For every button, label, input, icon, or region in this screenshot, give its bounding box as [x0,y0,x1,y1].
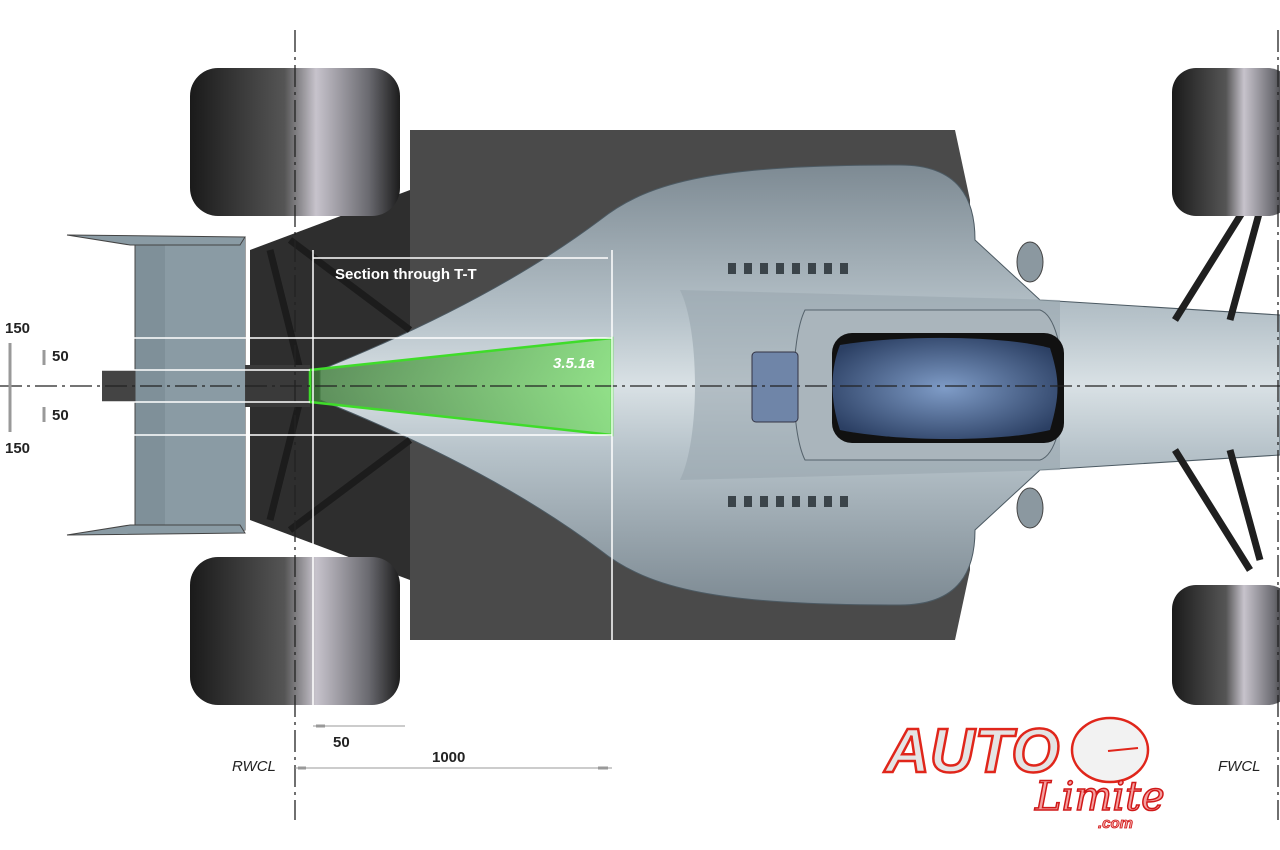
dim-offset: 50 [333,734,350,751]
cockpit [751,309,1064,461]
front-left-tire [1172,68,1280,216]
vents-bottom [728,496,848,507]
dim-length: 1000 [432,749,465,766]
dim-outer-bottom: 150 [5,440,30,457]
front-right-tire [1172,585,1280,705]
rear-wing [66,234,246,536]
fwcl-label: FWCL [1218,758,1261,775]
front-suspension [1172,198,1264,572]
mirror-right [1016,487,1044,529]
svg-text:.com: .com [1098,815,1133,832]
zone-label: 3.5.1a [553,355,595,372]
rwcl-label: RWCL [232,758,276,775]
mirror-left [1016,241,1044,283]
dim-inner-top: 50 [52,348,69,365]
dim-outer-top: 150 [5,320,30,337]
dim-inner-bottom: 50 [52,407,69,424]
centerlines [0,30,1280,820]
svg-text:Limite: Limite [1034,774,1165,820]
section-label: Section through T-T [335,266,477,283]
autolimite-logo: AUTO Limite .com [882,716,1166,833]
vents-top [728,263,848,274]
svg-text:AUTO: AUTO [883,717,1060,786]
dimension-lines [5,250,613,775]
